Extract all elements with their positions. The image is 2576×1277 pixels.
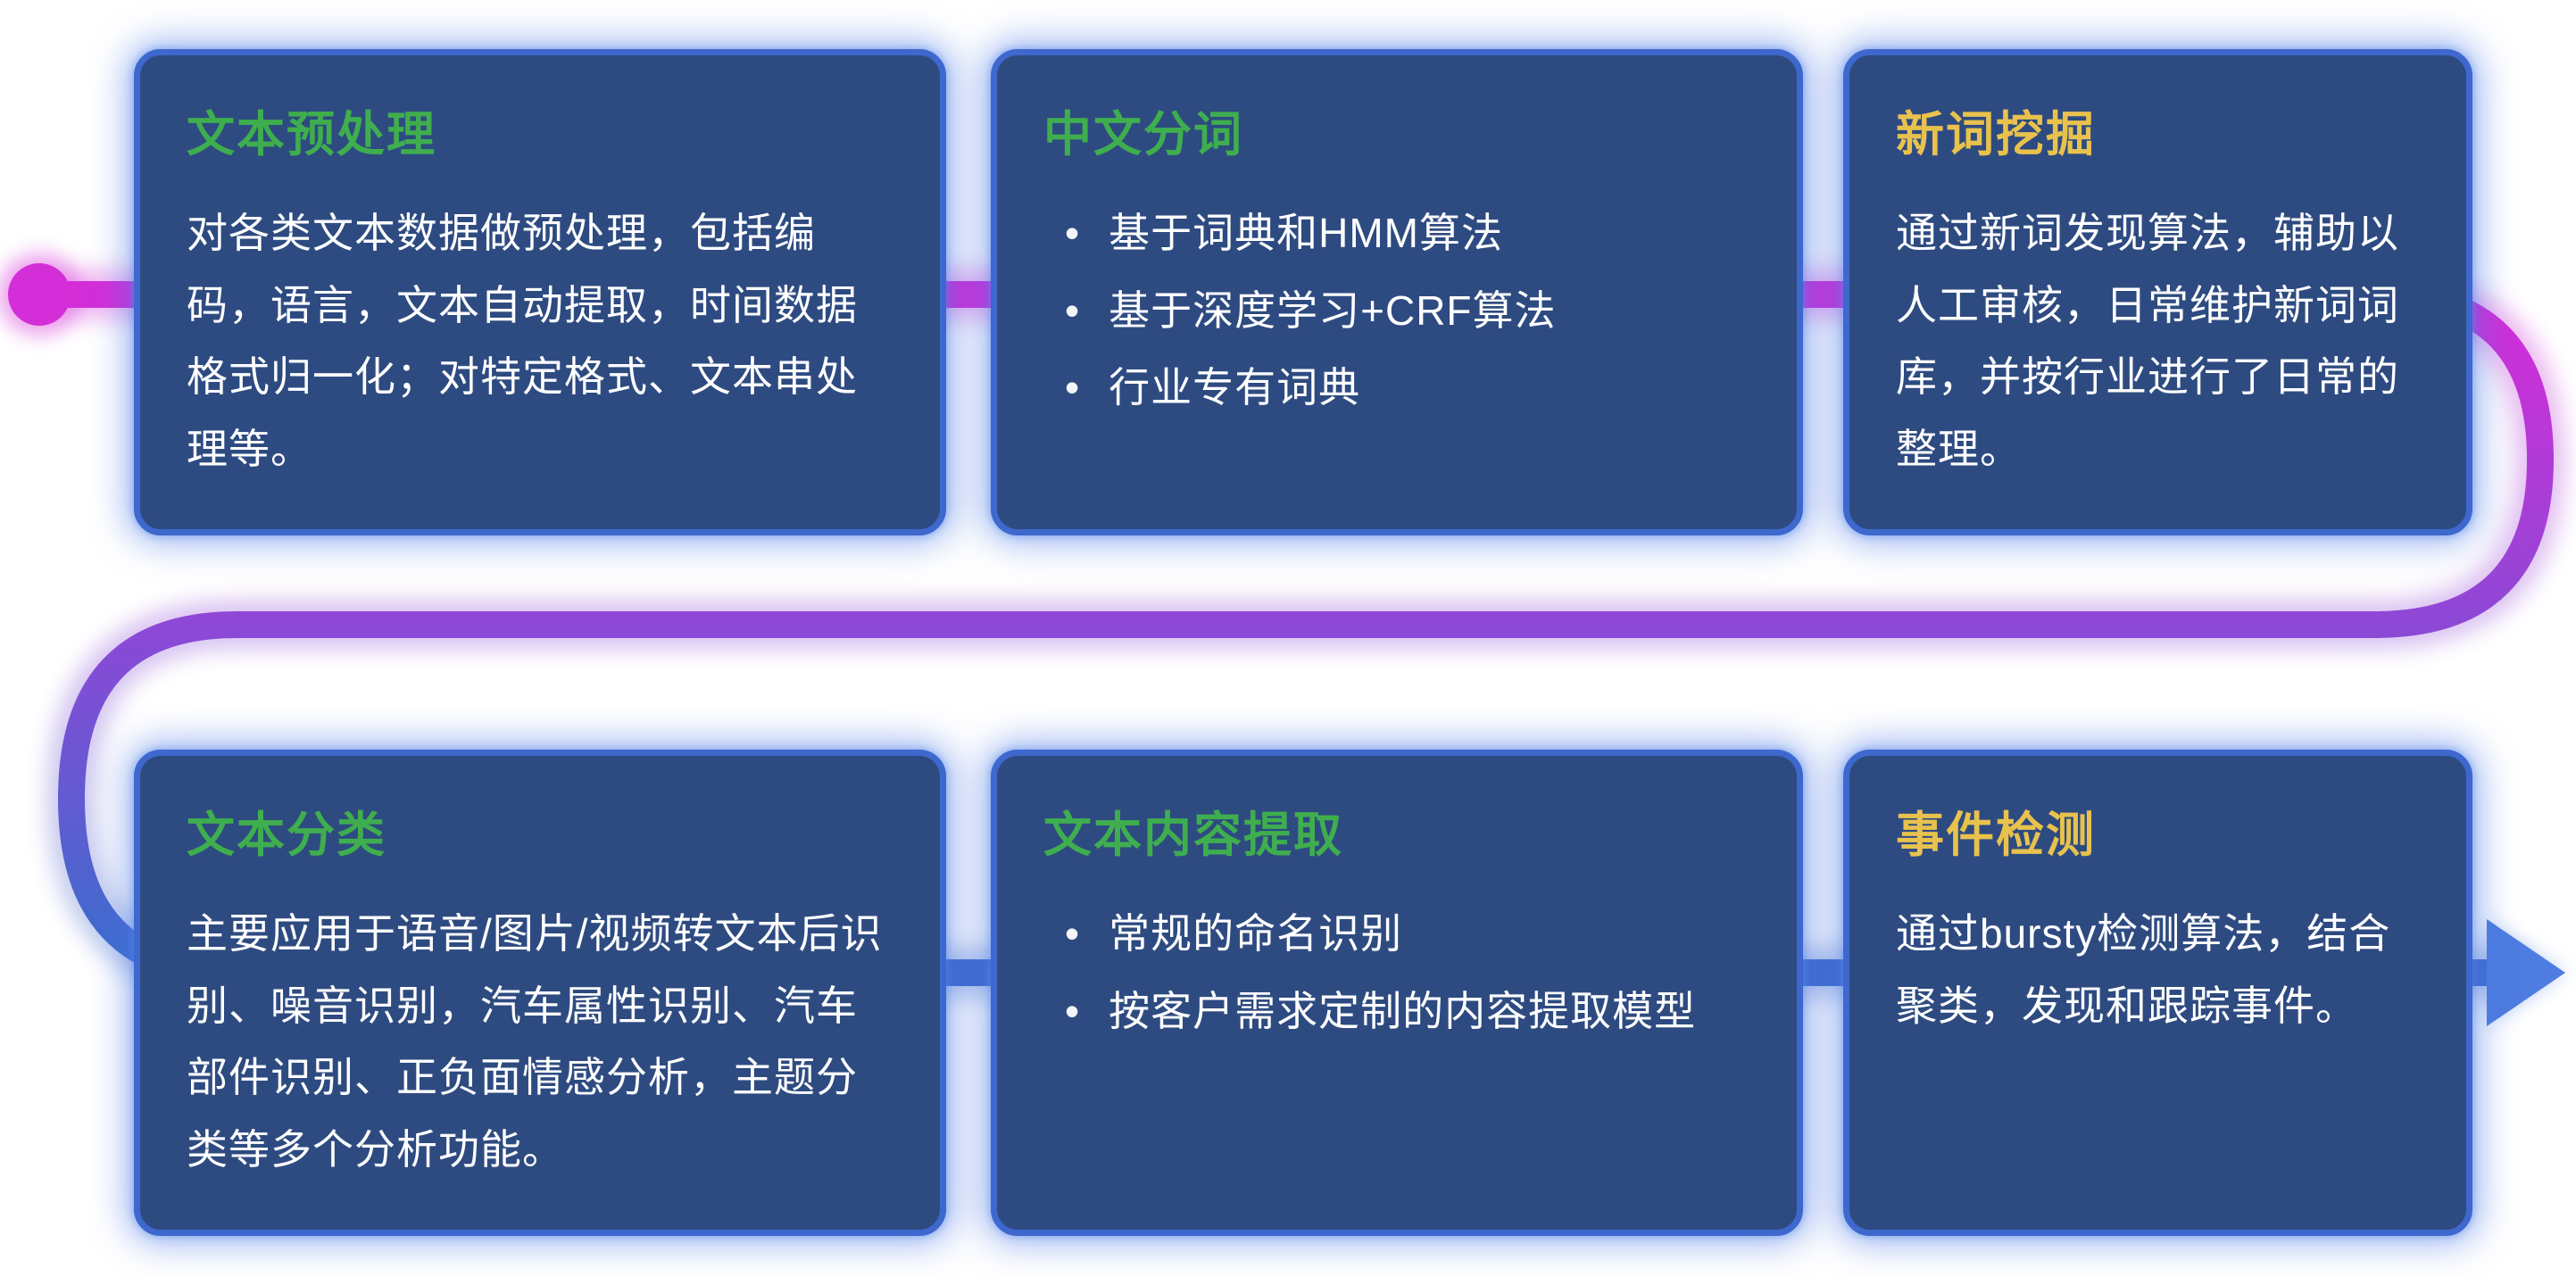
bullet-item: • 常规的命名识别 — [1065, 898, 1750, 970]
card-title: 中文分词 — [1043, 108, 1243, 162]
card-body: 通过bursty检测算法，结合聚类，发现和跟踪事件。 — [1896, 910, 2391, 1029]
card-new-word-mining: 新词挖掘 通过新词发现算法，辅助以人工审核，日常维护新词词库，并按行业进行了日常… — [1843, 49, 2472, 535]
bullet-item: • 按客户需求定制的内容提取模型 — [1065, 975, 1750, 1048]
bullet-marker: • — [1065, 286, 1081, 334]
bullet-list: • 常规的命名识别 • 按客户需求定制的内容提取模型 — [1043, 898, 1750, 1047]
card-text-preprocessing: 文本预处理 对各类文本数据做预处理，包括编码，语言，文本自动提取，时间数据格式归… — [134, 49, 946, 535]
bullet-item: • 基于词典和HMM算法 — [1065, 197, 1750, 269]
card-title: 文本预处理 — [187, 108, 436, 162]
bullet-text: 基于词典和HMM算法 — [1109, 210, 1503, 256]
card-chinese-word-segmentation: 中文分词 • 基于词典和HMM算法 • 基于深度学习+CRF算法 • 行业专有词… — [991, 49, 1803, 535]
bullet-text: 行业专有词典 — [1109, 364, 1361, 410]
card-event-detection: 事件检测 通过bursty检测算法，结合聚类，发现和跟踪事件。 — [1843, 750, 2472, 1236]
bullet-item: • 行业专有词典 — [1065, 352, 1750, 424]
card-text-content-extraction: 文本内容提取 • 常规的命名识别 • 按客户需求定制的内容提取模型 — [991, 750, 1803, 1236]
card-text-classification: 文本分类 主要应用于语音/图片/视频转文本后识别、噪音识别，汽车属性识别、汽车部… — [134, 750, 946, 1236]
bullet-marker: • — [1065, 910, 1081, 957]
card-body: 主要应用于语音/图片/视频转文本后识别、噪音识别，汽车属性识别、汽车部件识别、正… — [187, 910, 883, 1173]
flow-path — [24, 281, 2555, 986]
card-title: 文本分类 — [187, 808, 386, 862]
bullet-text: 基于深度学习+CRF算法 — [1109, 286, 1557, 334]
bullet-marker: • — [1065, 364, 1081, 410]
card-title: 新词挖掘 — [1896, 108, 2096, 162]
arrow-head-icon — [2487, 919, 2565, 1026]
card-title: 文本内容提取 — [1043, 808, 1343, 862]
bullet-marker: • — [1065, 987, 1081, 1034]
start-dot-icon — [8, 263, 71, 326]
bullet-marker: • — [1065, 210, 1081, 256]
card-body: 对各类文本数据做预处理，包括编码，语言，文本自动提取，时间数据格式归一化；对特定… — [187, 210, 858, 472]
card-title: 事件检测 — [1896, 808, 2096, 862]
card-body: 通过新词发现算法，辅助以人工审核，日常维护新词词库，并按行业进行了日常的整理。 — [1896, 210, 2399, 472]
bullet-list: • 基于词典和HMM算法 • 基于深度学习+CRF算法 • 行业专有词典 — [1043, 197, 1750, 424]
bullet-text: 按客户需求定制的内容提取模型 — [1109, 987, 1697, 1034]
bullet-text: 常规的命名识别 — [1109, 910, 1403, 957]
bullet-item: • 基于深度学习+CRF算法 — [1065, 275, 1750, 347]
